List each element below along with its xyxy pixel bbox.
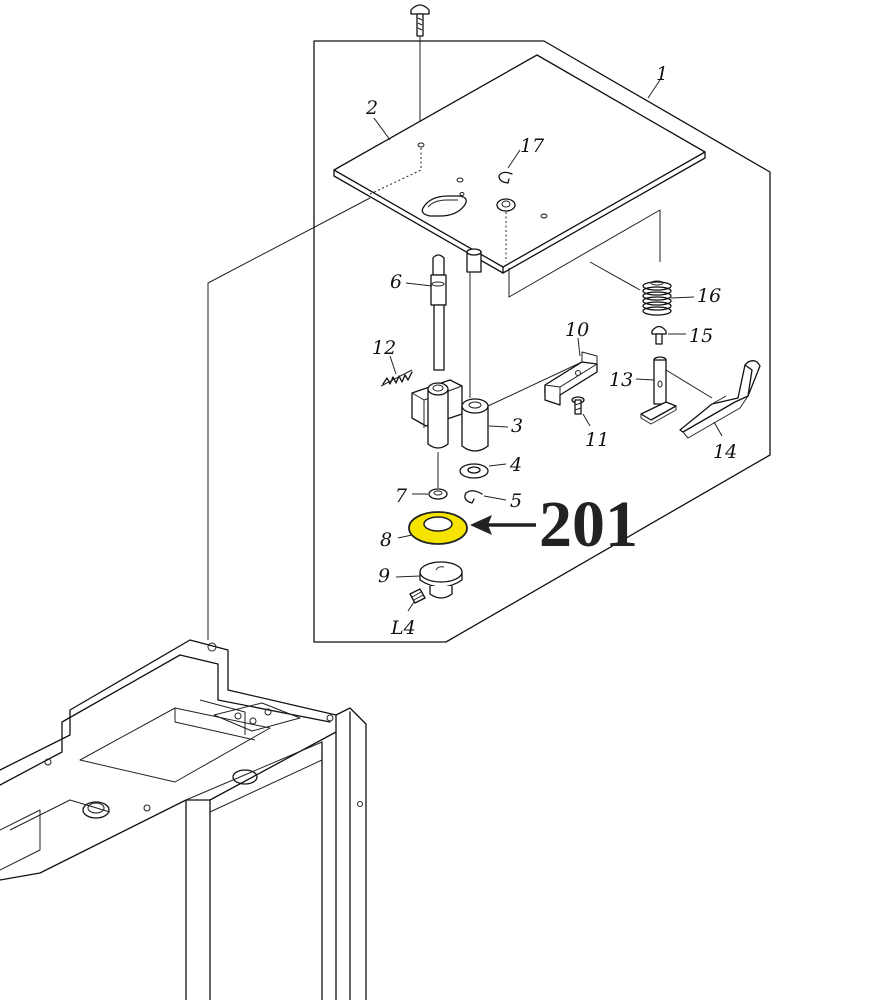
bed-plate bbox=[333, 54, 706, 274]
top-screw bbox=[410, 4, 430, 140]
callout-L4: L4 bbox=[390, 601, 416, 639]
part-10-bracket bbox=[544, 351, 598, 406]
callout-3: 3 bbox=[488, 415, 523, 437]
callout-5: 5 bbox=[483, 490, 522, 512]
part-17-e-ring bbox=[498, 171, 513, 184]
highlight-label: 201 bbox=[539, 488, 638, 561]
part-7-washer bbox=[428, 488, 448, 500]
callout-label-9: 9 bbox=[378, 565, 390, 587]
callout-7: 7 bbox=[395, 485, 428, 507]
callout-13: 13 bbox=[609, 369, 655, 391]
part-11-screw bbox=[571, 396, 585, 415]
callout-16: 16 bbox=[670, 285, 721, 307]
part-14-lever bbox=[679, 360, 761, 439]
assembly-leader-line bbox=[207, 197, 371, 640]
assembly-boundary bbox=[313, 40, 771, 643]
callout-11: 11 bbox=[582, 413, 609, 451]
callout-label-15: 15 bbox=[689, 325, 713, 347]
part-9-cap bbox=[419, 561, 463, 599]
callout-label-11: 11 bbox=[585, 429, 609, 451]
highlight-arrow-head bbox=[470, 515, 492, 535]
machine-bed bbox=[0, 639, 367, 1000]
callout-label-7: 7 bbox=[395, 485, 408, 507]
callout-label-14: 14 bbox=[713, 441, 737, 463]
callout-label-13: 13 bbox=[609, 369, 633, 391]
part-12-spring bbox=[380, 369, 413, 387]
callout-2: 2 bbox=[365, 97, 391, 141]
callout-label-8: 8 bbox=[380, 529, 392, 551]
part-5-e-ring bbox=[464, 490, 483, 504]
callout-9: 9 bbox=[378, 565, 421, 587]
part-15-screw bbox=[651, 325, 667, 345]
part-13-pin bbox=[640, 356, 713, 425]
part-6-shaft bbox=[430, 254, 447, 371]
callout-label-17: 17 bbox=[520, 135, 545, 157]
callout-6: 6 bbox=[390, 271, 433, 293]
callout-label-6: 6 bbox=[390, 271, 402, 293]
callout-12: 12 bbox=[372, 337, 397, 375]
callout-label-12: 12 bbox=[372, 337, 396, 359]
spring-leader-line bbox=[508, 209, 661, 298]
callout-10: 10 bbox=[565, 319, 589, 357]
callout-label-L4: L4 bbox=[390, 617, 416, 639]
callout-label-5: 5 bbox=[510, 490, 522, 512]
plate-pin bbox=[466, 248, 482, 398]
callout-label-3: 3 bbox=[511, 415, 523, 437]
part-4-washer bbox=[459, 463, 489, 479]
part-8-washer-highlighted bbox=[408, 511, 468, 545]
callout-1: 1 bbox=[647, 63, 668, 99]
callout-4: 4 bbox=[488, 454, 522, 476]
part-3-holder bbox=[411, 361, 583, 488]
callout-8: 8 bbox=[380, 529, 413, 551]
callout-label-16: 16 bbox=[697, 285, 721, 307]
callout-label-4: 4 bbox=[509, 454, 522, 476]
callout-17: 17 bbox=[507, 135, 545, 169]
part-16-spring bbox=[642, 280, 672, 316]
callout-label-1: 1 bbox=[656, 63, 668, 85]
callout-15: 15 bbox=[668, 325, 713, 347]
callout-label-2: 2 bbox=[365, 97, 378, 119]
callout-label-10: 10 bbox=[565, 319, 589, 341]
callout-14: 14 bbox=[713, 421, 737, 463]
part-L4-set-screw bbox=[409, 588, 426, 604]
highlight-callout-201: 201 bbox=[470, 488, 638, 561]
